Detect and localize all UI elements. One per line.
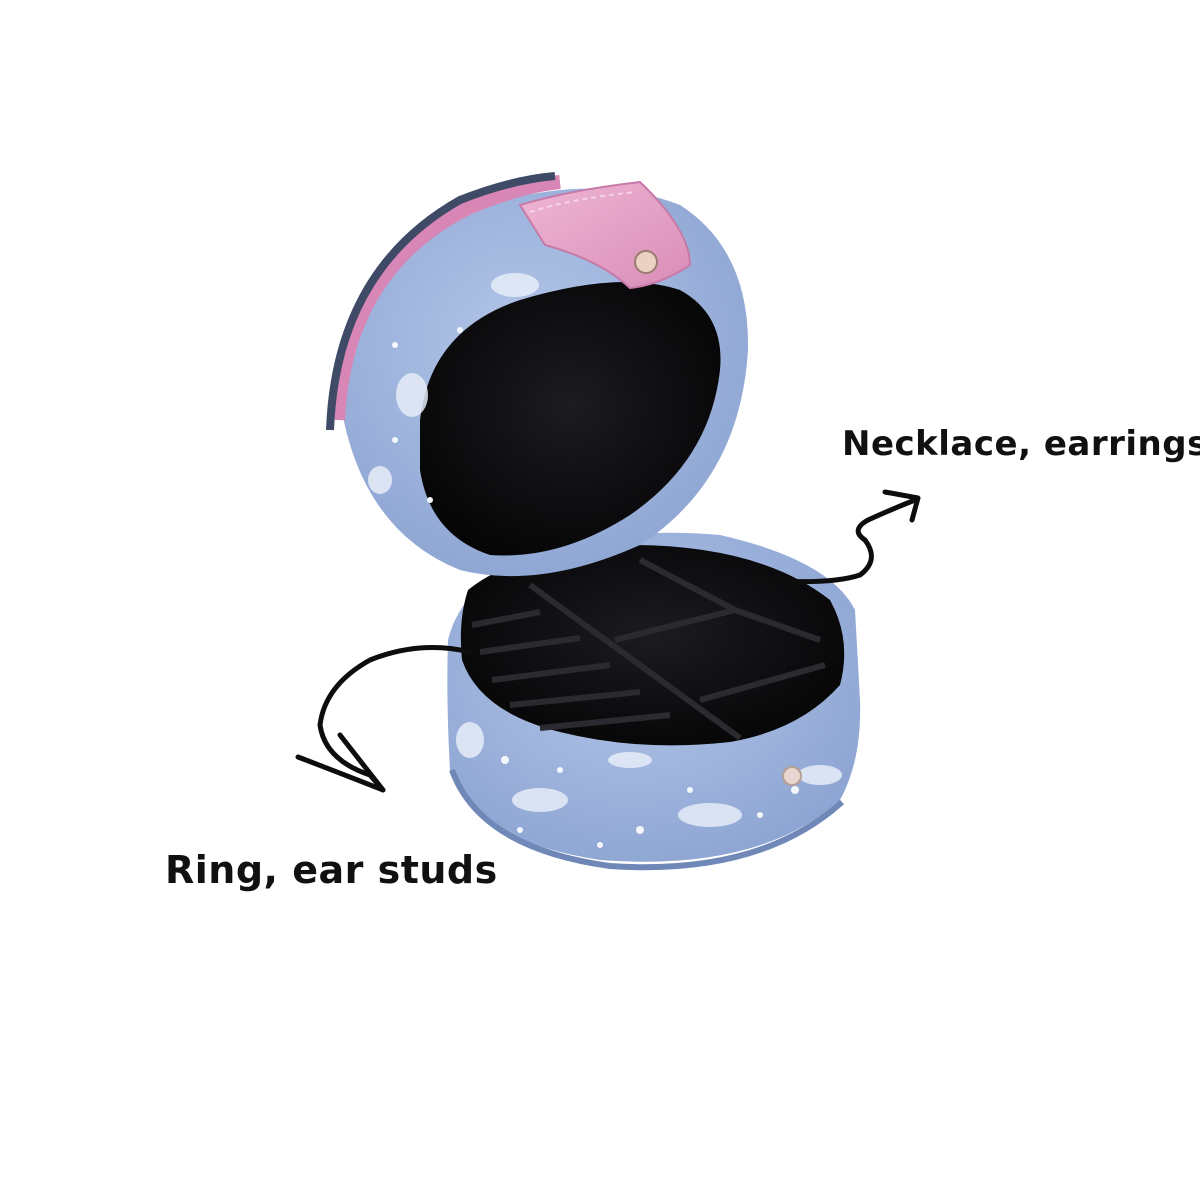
curved-arrow-icon <box>295 645 473 793</box>
tray-dividers <box>471 557 826 741</box>
velvet-tray <box>460 545 845 746</box>
callout-necklace-earrings: Necklace, earrings <box>842 424 1200 464</box>
box-base <box>447 532 861 871</box>
curved-arrow-icon <box>757 489 921 585</box>
callout-ring-ear-studs: Ring, ear studs <box>165 848 498 892</box>
denim-studs <box>501 756 799 848</box>
snap-stud-icon <box>782 766 802 786</box>
denim-patches <box>456 722 842 827</box>
box-lid <box>326 172 749 577</box>
snap-button-icon <box>634 250 658 274</box>
lid-velvet <box>420 282 721 556</box>
